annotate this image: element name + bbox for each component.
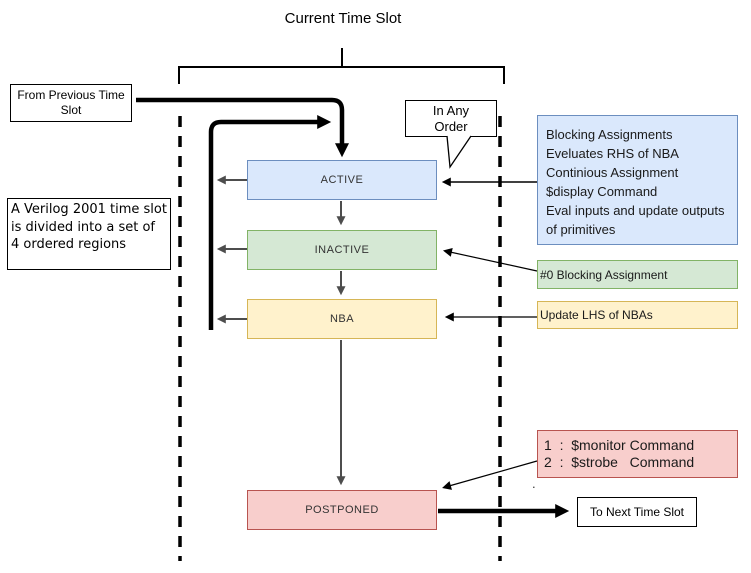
annotation-nba-box: Update LHS of NBAs [537,301,738,329]
region-box-active: ACTIVE [247,160,437,200]
annotation-inactive-box: #0 Blocking Assignment [537,260,738,289]
in-any-order-label: In Any Order [432,102,470,134]
stray-period-mark: . [532,476,536,491]
arrow-loop-back-to-active [208,115,332,330]
info-note-text: A Verilog 2001 time slot is divided into… [11,202,167,252]
region-box-postponed: POSTPONED [247,490,437,530]
in-any-order-callout: In Any Order [405,100,497,137]
arrow-annotation-to-inactive [442,247,538,272]
arrow-from-previous-to-active [136,97,349,158]
arrow-annotation-to-postponed [442,460,538,490]
annotation-nba-text: Update LHS of NBAs [540,308,653,322]
region-label-active: ACTIVE [320,174,364,186]
diagram-title: Current Time Slot [284,10,402,27]
callout-pointer [446,135,472,169]
annotation-active-box: Blocking Assignments Eveluates RHS of NB… [537,115,738,245]
from-previous-label: From Previous Time Slot [17,88,125,117]
info-note-box: A Verilog 2001 time slot is divided into… [7,198,171,270]
region-label-postponed: POSTPONED [305,504,379,516]
region-box-nba: NBA [247,299,437,339]
from-previous-time-slot-box: From Previous Time Slot [10,84,132,122]
to-next-time-slot-box: To Next Time Slot [577,497,697,527]
region-label-inactive: INACTIVE [314,244,370,256]
region-box-inactive: INACTIVE [247,230,437,270]
annotation-postponed-box: 1 : $monitor Command 2 : $strobe Command [537,430,738,478]
region-label-nba: NBA [329,313,355,325]
to-next-label: To Next Time Slot [589,505,685,519]
time-slot-brace [178,48,505,84]
annotation-inactive-text: #0 Blocking Assignment [540,267,668,282]
